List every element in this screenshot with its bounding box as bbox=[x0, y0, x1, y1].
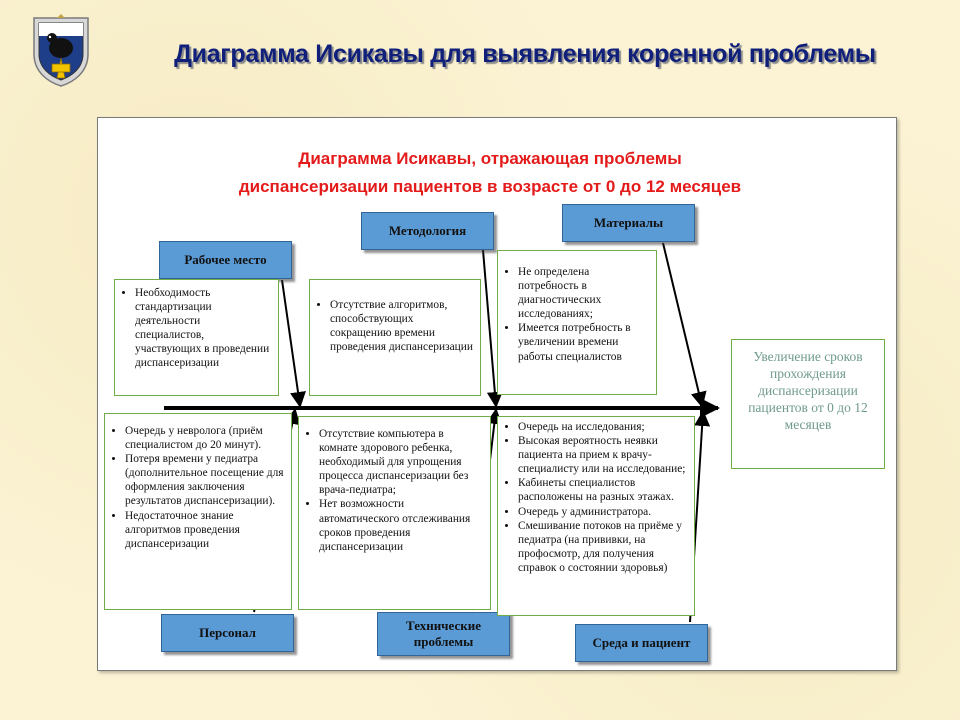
category-staff-label: Персонал bbox=[199, 625, 256, 640]
causes-staff: Очередь у невролога (приём специалистом … bbox=[104, 413, 292, 610]
causes-materials: Не определена потребность в диагностичес… bbox=[497, 250, 657, 395]
bone-methodology bbox=[482, 249, 503, 408]
cause-item: Отсутствие алгоритмов, способствующих со… bbox=[330, 298, 474, 354]
cause-item: Потеря времени у педиатра (дополнительно… bbox=[125, 452, 285, 508]
category-materials-label: Материалы bbox=[593, 215, 664, 230]
cause-item: Высокая вероятность неявки пациента на п… bbox=[518, 434, 688, 476]
cause-item: Имеется потребность в увеличении времени… bbox=[518, 321, 650, 363]
category-technical-label-line-1: Технические bbox=[406, 618, 481, 633]
cause-item: Кабинеты специалистов расположены на раз… bbox=[518, 476, 688, 504]
category-technical: Технические проблемы bbox=[377, 612, 510, 656]
category-staff: Персонал bbox=[161, 614, 294, 652]
causes-methodology: Отсутствие алгоритмов, способствующих со… bbox=[309, 279, 481, 396]
category-methodology-label: Методология bbox=[388, 223, 467, 238]
diagram-title-line-1: Диаграмма Исикавы, отражающая проблемы bbox=[298, 149, 682, 168]
page-title: Диаграмма Исикавы для выявления коренной… bbox=[174, 40, 876, 68]
diagram-title-line-2: диспансеризации пациентов в возрасте от … bbox=[238, 177, 742, 196]
causes-technical: Отсутствие компьютера в комнате здоровог… bbox=[298, 416, 491, 610]
causes-environment: Очередь на исследования;Высокая вероятно… bbox=[497, 416, 695, 616]
cause-item: Очередь у невролога (приём специалистом … bbox=[125, 424, 285, 452]
cause-item: Очередь на исследования; bbox=[518, 420, 688, 434]
cause-item: Не определена потребность в диагностичес… bbox=[518, 265, 650, 321]
cause-item: Недостаточное знание алгоритмов проведен… bbox=[125, 509, 285, 551]
category-workplace: Рабочее место bbox=[159, 241, 292, 279]
category-technical-label-line-2: проблемы bbox=[413, 634, 474, 649]
causes-workplace: Необходимость стандартизации деятельност… bbox=[114, 279, 279, 396]
bone-workplace bbox=[281, 279, 306, 408]
cause-item: Очередь у администратора. bbox=[518, 505, 688, 519]
category-methodology: Методология bbox=[361, 212, 494, 250]
effect-box: Увеличение сроков прохождения диспансери… bbox=[731, 339, 885, 469]
coat-of-arms-icon bbox=[33, 14, 89, 87]
cause-item: Смешивание потоков на приёме у педиатра … bbox=[518, 519, 688, 575]
bone-materials bbox=[662, 242, 707, 408]
category-workplace-label: Рабочее место bbox=[184, 252, 267, 267]
category-materials: Материалы bbox=[562, 204, 695, 242]
category-environment-label: Среда и пациент bbox=[592, 635, 691, 650]
cause-item: Отсутствие компьютера в комнате здоровог… bbox=[319, 427, 484, 497]
cause-item: Нет возможности автоматического отслежив… bbox=[319, 497, 484, 553]
cause-item: Необходимость стандартизации деятельност… bbox=[135, 286, 272, 371]
category-environment: Среда и пациент bbox=[575, 624, 708, 662]
